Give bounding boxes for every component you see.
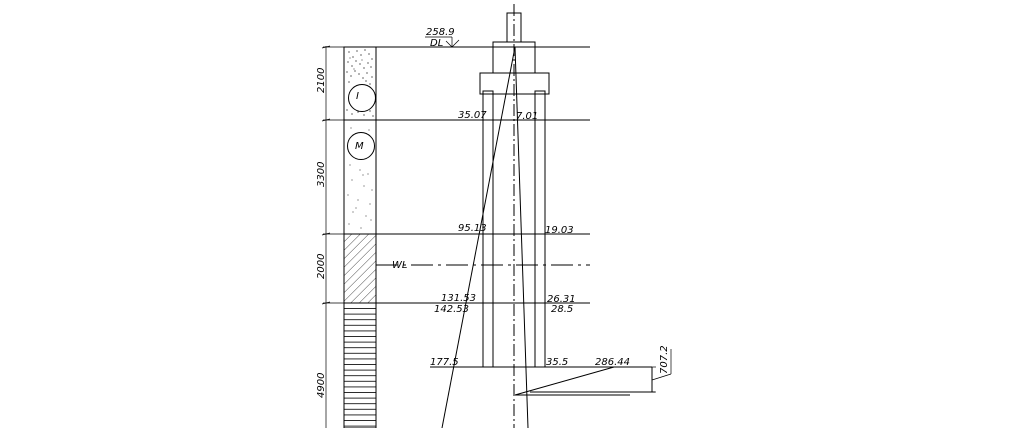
dl-elevation: 258.9 [426, 27, 455, 38]
right-pile [534, 90, 546, 368]
sand-layer-label: M [355, 141, 364, 152]
sand-layer-dots [347, 127, 373, 229]
load-diagram-lines [441, 46, 672, 428]
value-142-53: 142.53 [434, 304, 469, 315]
value-7-01: 7.01 [516, 111, 538, 122]
clay-layer [343, 233, 377, 304]
value-28-5: 28.5 [551, 304, 573, 315]
fill-layer-label: I [356, 91, 359, 102]
soil-column [343, 46, 377, 428]
value-95-13: 95.13 [458, 223, 487, 234]
dim-4900: 4900 [316, 373, 327, 398]
value-35-07: 35.07 [458, 110, 487, 121]
fill-layer-dots [346, 49, 374, 117]
value-286-44: 286.44 [595, 357, 630, 368]
fill-layer-marker [348, 84, 376, 112]
wl-label: WL [392, 260, 407, 271]
rock-layer [343, 302, 377, 428]
dl-label: DL [430, 38, 443, 49]
dl-level-marker [425, 36, 460, 48]
dim-2000: 2000 [316, 254, 327, 279]
value-131-53: 131.53 [441, 293, 476, 304]
dim-2100: 2100 [316, 68, 327, 93]
sand-layer-marker [347, 132, 375, 160]
value-707-2: 707.2 [659, 345, 670, 374]
value-35-5: 35.5 [546, 357, 568, 368]
dim-3300: 3300 [316, 162, 327, 187]
value-26-31: 26.31 [547, 294, 576, 305]
value-177-5: 177.5 [430, 357, 459, 368]
pier-structure [430, 12, 652, 368]
dimension-chain [321, 45, 344, 428]
value-19-03: 19.03 [545, 225, 574, 236]
